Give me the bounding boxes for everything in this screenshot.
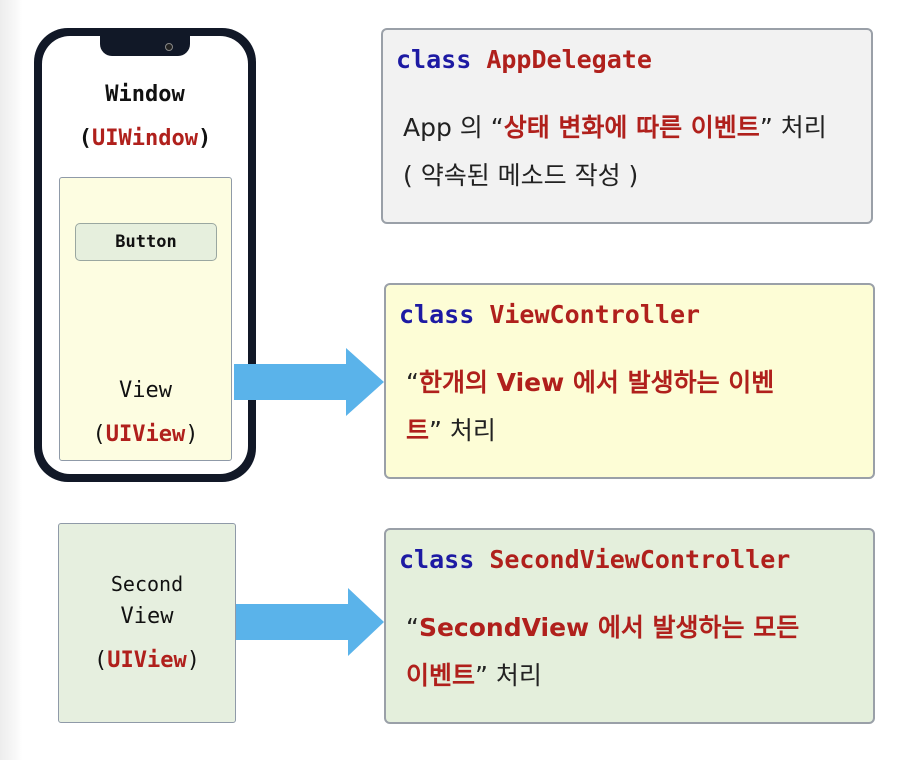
appdelegate-desc-line2: ( 약속된 메소드 작성 ) (403, 161, 639, 190)
desc-prefix: “ (406, 613, 419, 642)
desc-highlight: SecondView 에서 발생하는 모든 (418, 613, 800, 642)
secondviewcontroller-title: class SecondViewController (399, 545, 790, 574)
left-edge-strip (0, 0, 22, 760)
camera-icon (165, 43, 173, 51)
window-label: Window (105, 82, 185, 107)
window-class-name: UIWindow (92, 126, 198, 151)
arrow-secondview-to-controller (236, 588, 384, 656)
desc-highlight: 상태 변화에 따른 이벤트 (503, 113, 760, 142)
window-class-label: (UIWindow) (78, 126, 212, 151)
secondviewcontroller-desc-line2: 이벤트” 처리 (406, 656, 542, 692)
appdelegate-title: class AppDelegate (396, 45, 652, 74)
appdelegate-desc-line1: App 의 “상태 변화에 따른 이벤트” 처리 (403, 108, 827, 144)
class-keyword: class (396, 45, 472, 74)
desc-highlight: 이벤트 (406, 661, 476, 690)
phone-notch (100, 36, 190, 56)
class-keyword: class (399, 300, 475, 329)
desc-suffix: ” 처리 (475, 661, 542, 690)
view-class-label: (UIView) (92, 422, 199, 447)
desc-suffix: ” 처리 (429, 416, 496, 445)
secondviewcontroller-desc-line1: “SecondView 에서 발생하는 모든 (406, 608, 799, 644)
desc-prefix: “ (406, 368, 419, 397)
class-name: SecondViewController (489, 545, 791, 574)
desc-prefix: App 의 “ (403, 113, 504, 142)
sample-button[interactable]: Button (75, 223, 217, 261)
class-name: ViewController (489, 300, 701, 329)
appdelegate-box: class AppDelegate App 의 “상태 변화에 따른 이벤트” … (381, 28, 873, 224)
second-view-class-name: UIView (107, 648, 187, 673)
secondviewcontroller-box: class SecondViewController “SecondView 에… (384, 528, 875, 724)
view-panel: Button View (UIView) (59, 177, 232, 461)
viewcontroller-desc-line2: 트” 처리 (406, 411, 496, 447)
desc-highlight: 한개의 View 에서 발생하는 이벤 (418, 368, 775, 397)
arrow-view-to-viewcontroller (234, 348, 384, 416)
viewcontroller-box: class ViewController “한개의 View 에서 발생하는 이… (384, 283, 875, 479)
second-view-label-line1: Second (110, 572, 184, 596)
second-view-label-line2: View (120, 604, 174, 629)
class-name: AppDelegate (486, 45, 652, 74)
viewcontroller-desc-line1: “한개의 View 에서 발생하는 이벤 (406, 363, 774, 399)
second-view-class-label: (UIView) (94, 648, 200, 673)
desc-suffix: ” 처리 (759, 113, 827, 142)
second-view-panel: Second View (UIView) (58, 523, 236, 723)
desc-highlight: 트 (406, 416, 430, 445)
view-label: View (119, 378, 172, 403)
view-class-name: UIView (105, 422, 186, 447)
class-keyword: class (399, 545, 475, 574)
viewcontroller-title: class ViewController (399, 300, 700, 329)
